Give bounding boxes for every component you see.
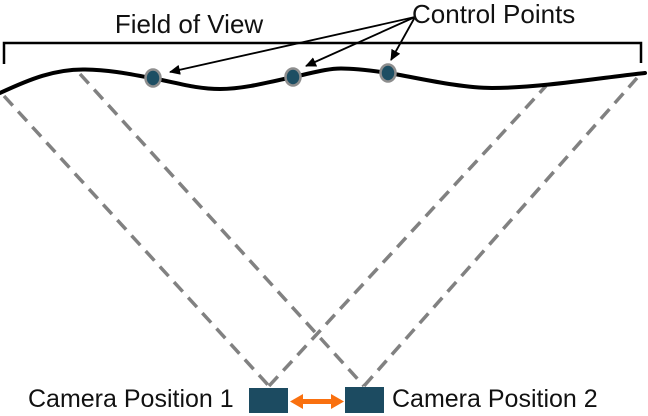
field-of-view-bracket: [2, 41, 643, 64]
control-points-label: Control Points: [412, 0, 576, 29]
baseline-double-arrow-icon: [290, 394, 344, 409]
control-point-3-icon: [379, 63, 397, 83]
camera1-frustum-left-line: [2, 94, 271, 388]
camera-2-icon: [345, 387, 384, 413]
annotation-arrow-to-control-point-1: [169, 16, 416, 75]
camera-1-icon: [249, 388, 288, 413]
terrain-curve: [0, 66, 647, 95]
camera1-frustum-right-line: [267, 84, 548, 388]
camera-position-1-label: Camera Position 1: [28, 385, 234, 413]
annotation-arrow-to-control-point-3: [390, 16, 416, 61]
camera2-frustum-left-line: [78, 72, 366, 388]
camera2-frustum-right-line: [362, 76, 639, 388]
control-point-2-icon: [284, 67, 302, 87]
field-of-view-label: Field of View: [114, 9, 264, 39]
camera-position-2-label: Camera Position 2: [392, 385, 598, 413]
annotation-arrow-to-control-point-2: [305, 16, 416, 67]
control-point-1-icon: [144, 68, 162, 88]
